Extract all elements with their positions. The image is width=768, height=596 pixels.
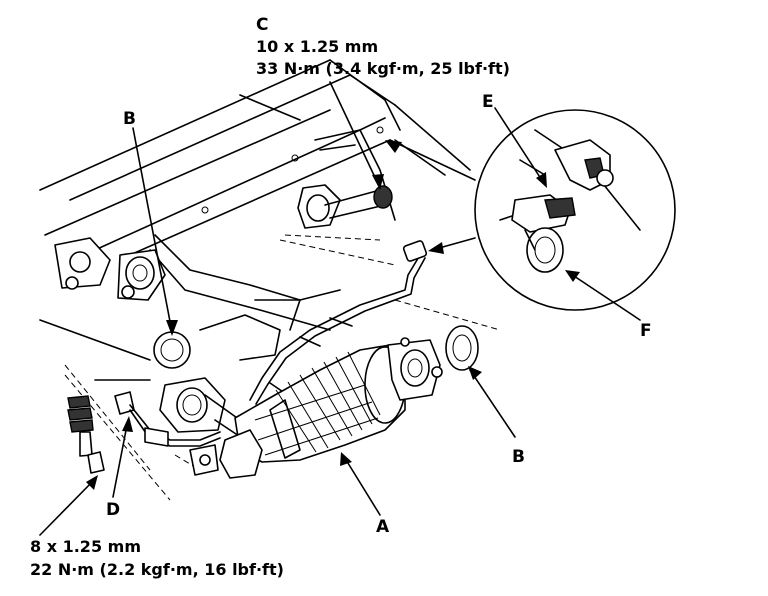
gasket-b-right	[445, 325, 479, 371]
leader-f	[567, 271, 641, 321]
front-pipe-flange	[297, 117, 393, 229]
leader-b-right	[469, 369, 516, 438]
leader-c	[329, 81, 381, 189]
grommet-f	[526, 227, 564, 273]
self-locking-nut-c	[373, 185, 393, 209]
leader-d	[112, 419, 129, 498]
spec-c-torque: 33 N·m (3.4 kgf·m, 25 lbf·ft)	[256, 59, 510, 78]
spec-c-size: 10 x 1.25 mm	[256, 37, 378, 56]
mid-pipe-flange	[159, 377, 246, 441]
spec-bolt-size: 8 x 1.25 mm	[30, 537, 141, 556]
callout-arrows	[39, 81, 641, 536]
label-e: E	[482, 92, 494, 112]
label-b-top: B	[123, 109, 136, 129]
detail-inset-circle	[474, 109, 676, 311]
heat-shield	[254, 351, 381, 456]
detail-pointer-upper	[389, 139, 476, 181]
underbody-frame	[39, 59, 471, 381]
detail-inset	[474, 109, 676, 311]
leader-bolt-spec	[39, 477, 97, 536]
bolt-with-spring	[67, 395, 105, 474]
left-exhaust-flange	[54, 237, 166, 301]
leader-b-top	[132, 127, 173, 333]
label-f: F	[640, 321, 652, 341]
gasket-b-upper	[153, 331, 191, 369]
arrowheads	[86, 140, 580, 490]
spec-bolt-torque: 22 N·m (2.2 kgf·m, 16 lbf·ft)	[30, 560, 284, 579]
catalytic-converter-a	[189, 337, 443, 479]
leader-e	[494, 107, 546, 186]
label-c: C	[256, 15, 268, 35]
label-d: D	[106, 500, 120, 520]
label-a: A	[376, 517, 390, 537]
leader-a	[342, 454, 381, 516]
sensor-d	[114, 391, 221, 447]
label-b-right: B	[512, 447, 525, 467]
